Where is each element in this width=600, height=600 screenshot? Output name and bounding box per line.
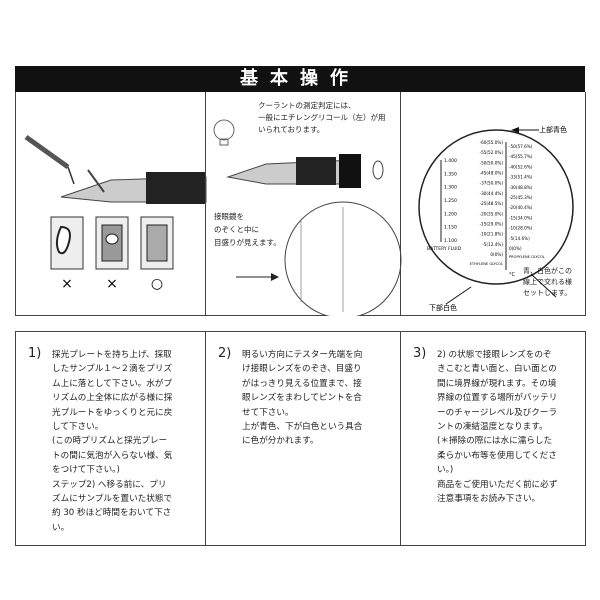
- scale-tick-label: -20(40.4%): [509, 205, 533, 210]
- scale-circle: [418, 129, 574, 285]
- scale-tick-label: -37(50.0%): [480, 181, 504, 186]
- step-3: 3) 2) の状態で接眼レンズをのぞ きこむと青い面と、白い面との 間に境界線が…: [400, 331, 586, 546]
- panel-viewing: クーラントの測定判定には、 一般にエチレングリコール（左）が用 いられております…: [205, 92, 402, 316]
- step-text: 採光プレートを持ち上げ、採取 したサンプル１～２滴をプリズ ム上に落として下さい…: [52, 350, 173, 533]
- step-text: 2) の状態で接眼レンズをのぞ きこむと青い面と、白い面との 間に境界線が現れま…: [437, 350, 558, 505]
- scale-tick-label: -10(28.0%): [509, 226, 533, 231]
- battery-label: BATTERY FLUID: [427, 246, 462, 252]
- unit-label: °C: [509, 272, 516, 278]
- scale-tick-label: -45(55.7%): [509, 154, 533, 159]
- scale-tick-label: -33(51.4%): [509, 175, 533, 180]
- sample-plate-3: [140, 216, 174, 270]
- scale-tick-label: 1.200: [444, 211, 457, 217]
- scale-tick-label: 0(0%): [490, 252, 503, 257]
- refractometer-icon: [226, 154, 361, 188]
- propylene-label: PROPYLENE GLYCOL: [509, 255, 545, 259]
- scale-tick-label: -40(52.6%): [509, 164, 533, 169]
- dropper-and-refractometer-illustration: × × ○: [24, 134, 207, 292]
- scale-tick-label: -55(52.0%): [480, 150, 504, 155]
- refractometer-prism-icon: [60, 169, 207, 204]
- arrow-lower-icon: [445, 286, 472, 305]
- scale-tick-label: 1.400: [444, 158, 457, 164]
- set-note: 青、白色がこの 線上で交れる様 セットします。: [523, 267, 572, 297]
- mark-wrong-2: ×: [106, 276, 118, 292]
- scale-tick-label: -25(48.5%): [480, 201, 504, 206]
- step-number: 1): [28, 346, 42, 361]
- step-number: 2): [218, 346, 232, 361]
- scale-tick-label: -5(12.4%): [482, 242, 503, 247]
- refractometer-illustration: [213, 119, 402, 316]
- sample-plate-1: [50, 216, 84, 270]
- scale-diagram: 1.400 1.350 1.300 1.250 1.200 1.150 1.100 -60(…: [418, 125, 574, 312]
- step-number: 3): [413, 346, 427, 361]
- lower-white-label: 下部白色: [429, 303, 457, 312]
- eye-icon: [372, 160, 384, 180]
- panel-scale: 1.400 1.350 1.300 1.250 1.200 1.150 1.100 -60(…: [400, 92, 586, 316]
- scale-tick-label: 1.350: [444, 171, 457, 177]
- scale-tick-label: -30(48.8%): [509, 185, 533, 190]
- scale-tick-label: -30(44.4%): [480, 191, 504, 196]
- step-text: 明るい方向にテスター先端を向 け接眼レンズをのぞき、目盛り がはっきり見える位置…: [242, 350, 363, 447]
- scale-tick-label: 1.100: [444, 238, 457, 244]
- scale-tick-label: -45(48.0%): [480, 171, 504, 176]
- step-2: 2) 明るい方向にテスター先端を向 け接眼レンズをのぞき、目盛り がはっきり見え…: [205, 331, 401, 546]
- scale-tick-label: 0(0%): [509, 246, 522, 251]
- step-1: 1) 採光プレートを持ち上げ、採取 したサンプル１～２滴をプリズ ム上に落として…: [15, 331, 206, 546]
- panel-sample-application: × × ○: [15, 92, 207, 316]
- scale-tick-label: -15(29.0%): [480, 221, 504, 226]
- scale-tick-label: 1.250: [444, 198, 457, 204]
- scale-tick-label: -20(35.0%): [480, 211, 504, 216]
- scale-tick-label: -60(55.0%): [480, 140, 504, 145]
- scale-tick-label: -15(34.0%): [509, 215, 533, 220]
- scale-tick-label: 1.300: [444, 185, 457, 191]
- scale-tick-label: -5(14.6%): [509, 236, 530, 241]
- scale-tick-label: -25(45.3%): [509, 195, 533, 200]
- mark-wrong-1: ×: [61, 276, 73, 292]
- scale-tick-label: -10(21.8%): [480, 232, 504, 237]
- eyepiece-note: 接眼鏡を のぞくと中に 目盛りが見えます。: [214, 212, 281, 247]
- scale-tick-label: 1.150: [444, 225, 457, 231]
- scale-tick-label: -50(50.0%): [480, 160, 504, 165]
- page-title: 基本操作: [15, 66, 585, 92]
- scale-tick-label: -50(57.6%): [509, 144, 533, 149]
- sample-plate-2: [95, 216, 129, 270]
- ethylene-label: ETHYLENE GLYCOL: [470, 262, 503, 266]
- coolant-caption: クーラントの測定判定には、 一般にエチレングリコール（左）が用 いられております…: [258, 101, 386, 134]
- upper-blue-label: 上部青色: [539, 125, 567, 134]
- dropper-icon: [24, 134, 75, 185]
- light-bulb-icon: [213, 119, 235, 146]
- arrow-set-icon: [530, 273, 557, 298]
- mark-correct: ○: [151, 276, 163, 292]
